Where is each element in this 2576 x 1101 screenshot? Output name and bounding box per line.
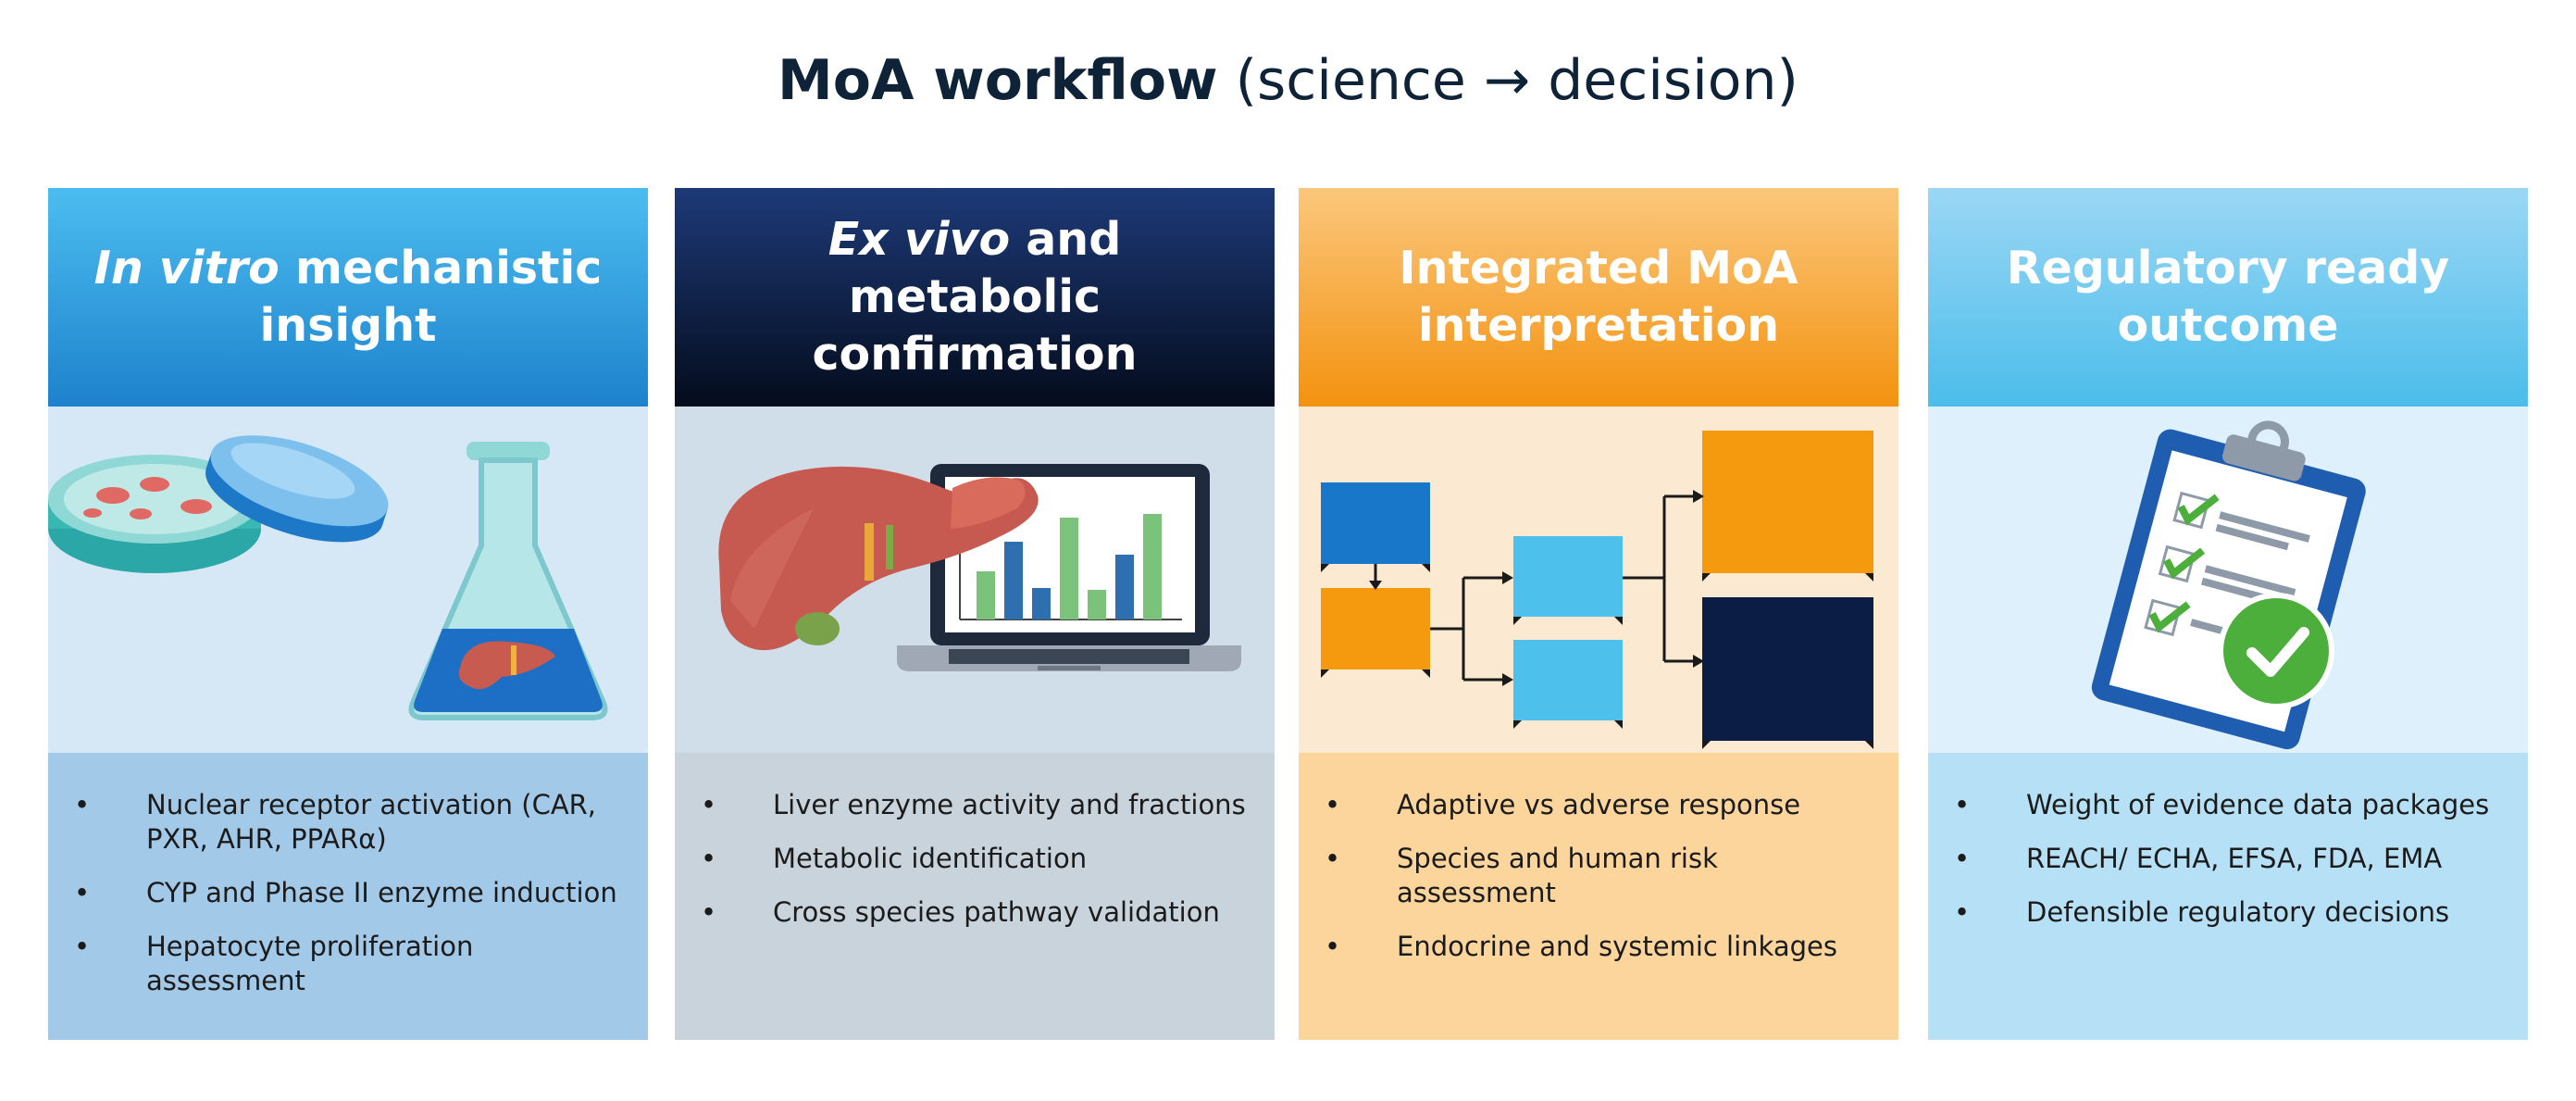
workflow-column-integrated-moa: Integrated MoA interpretation: [1299, 188, 1898, 1040]
column-heading: Regulatory ready outcome: [1928, 188, 2528, 407]
list-item: Species and human risk assessment: [1299, 842, 1898, 910]
list-item: CYP and Phase II enzyme induction: [48, 876, 648, 910]
workflow-column-ex-vivo: Ex vivo and metabolic confirmation: [675, 188, 1275, 1040]
petri-dish-and-flask-icon: [48, 407, 648, 753]
column-heading: Ex vivo and metabolic confirmation: [675, 188, 1275, 407]
clipboard-checklist-icon: [1928, 407, 2528, 753]
liver-and-laptop-chart-icon: [675, 407, 1275, 753]
column-heading: In vitro mechanistic insight: [48, 188, 648, 407]
list-item: Adaptive vs adverse response: [1299, 788, 1898, 822]
bullet-list: Weight of evidence data packages REACH/ …: [1928, 753, 2528, 1040]
flow-diagram-icon: [1299, 407, 1898, 753]
list-item: Defensible regulatory decisions: [1928, 895, 2528, 930]
bullet-list: Nuclear receptor activation (CAR, PXR, A…: [48, 753, 648, 1040]
list-item: Hepatocyte proliferation assessment: [48, 930, 648, 998]
list-item: Cross species pathway validation: [675, 895, 1275, 930]
bullet-list: Liver enzyme activity and fractions Meta…: [675, 753, 1275, 1040]
list-item: REACH/ ECHA, EFSA, FDA, EMA: [1928, 842, 2528, 876]
list-item: Liver enzyme activity and fractions: [675, 788, 1275, 822]
list-item: Endocrine and systemic linkages: [1299, 930, 1898, 964]
bullet-list: Adaptive vs adverse response Species and…: [1299, 753, 1898, 1040]
list-item: Weight of evidence data packages: [1928, 788, 2528, 822]
workflow-column-in-vitro: In vitro mechanistic insight: [48, 188, 648, 1040]
page-title: MoA workflow (science → decision): [778, 48, 1798, 113]
column-heading: Integrated MoA interpretation: [1299, 188, 1898, 407]
list-item: Nuclear receptor activation (CAR, PXR, A…: [48, 788, 648, 857]
workflow-column-regulatory: Regulatory ready outcome: [1928, 188, 2528, 1040]
list-item: Metabolic identification: [675, 842, 1275, 876]
